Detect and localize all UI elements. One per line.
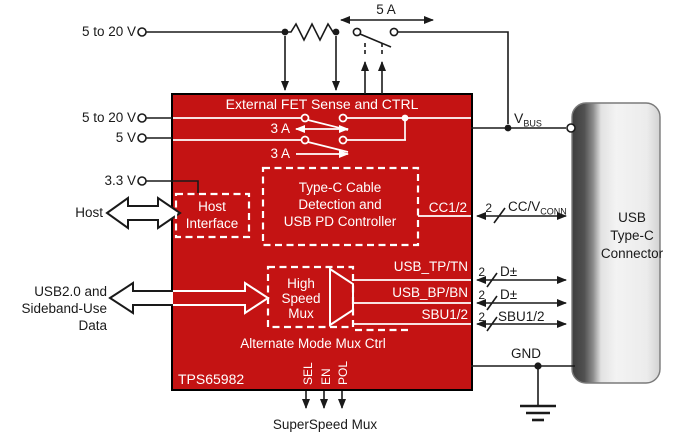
junction-dot bbox=[332, 28, 340, 36]
pd-controller-section: Type-C Cable Detection and USB PD Contro… bbox=[261, 166, 471, 247]
pin-sel-label: SEL bbox=[301, 362, 315, 385]
vin-top-terminal bbox=[137, 27, 147, 37]
switch-3a-bottom-label: 3 A bbox=[270, 146, 290, 161]
pd-line3: USB PD Controller bbox=[284, 214, 397, 229]
connector-label-line3: Connector bbox=[601, 246, 664, 261]
svg-text:2: 2 bbox=[478, 288, 485, 302]
connector-label-line1: USB bbox=[618, 210, 646, 225]
part-number-label: TPS65982 bbox=[178, 371, 244, 387]
top-power-rail: 5 to 20 V 5 A bbox=[82, 2, 509, 124]
usb2-bidir-arrow-inner bbox=[173, 281, 270, 315]
svg-text:D±: D± bbox=[500, 264, 517, 279]
junction-dot-white bbox=[401, 114, 409, 122]
bus-row-dp2: 2 D± bbox=[476, 287, 567, 311]
superspeed-mux-label: SuperSpeed Mux bbox=[273, 417, 378, 432]
cc-vconn-label: CC/VCONN bbox=[508, 199, 567, 217]
switch-3a-top-label: 3 A bbox=[270, 121, 290, 136]
ground-symbol bbox=[520, 404, 556, 422]
pd-line2: Detection and bbox=[298, 197, 381, 212]
usb2-sideband-section: USB2.0 and Sideband-Use Data bbox=[21, 281, 270, 333]
mux-line2: Speed bbox=[281, 291, 320, 306]
svg-text:SBU1/2: SBU1/2 bbox=[498, 309, 545, 324]
cc12-label: CC1/2 bbox=[429, 200, 467, 215]
switch-5a bbox=[352, 27, 399, 48]
mux-triangle bbox=[329, 267, 354, 327]
host-bidir-arrow bbox=[105, 196, 182, 230]
host-interface-line1: Host bbox=[198, 199, 226, 214]
vbus-label: VBUS bbox=[514, 110, 542, 129]
vin-top-label: 5 to 20 V bbox=[82, 24, 136, 39]
v33-terminal bbox=[137, 176, 147, 186]
sense-resistor bbox=[285, 22, 336, 42]
host-label: Host bbox=[75, 205, 103, 220]
pin-en-label: EN bbox=[319, 368, 333, 385]
v33-label: 3.3 V bbox=[104, 173, 136, 188]
cc-bus-width: 2 bbox=[485, 201, 492, 215]
bus-row-sbu: 2 SBU1/2 bbox=[476, 309, 567, 332]
bottom-pins: SEL EN POL SuperSpeed Mux bbox=[273, 361, 378, 432]
host-interface-box bbox=[174, 192, 251, 239]
connector-label-line2: Type-C bbox=[610, 228, 654, 243]
gnd-label: GND bbox=[511, 346, 541, 361]
usb2-label-line2: Sideband-Use bbox=[21, 301, 107, 316]
bus-label-sbu: SBU1/2 bbox=[421, 307, 468, 322]
tps65982-block: External FET Sense and CTRL TPS65982 bbox=[171, 93, 473, 391]
right-signals: VBUS 2 CC/VCONN 2 D± 2 D± 2 SBU1/2 GND bbox=[471, 110, 576, 422]
usb-type-c-connector: USB Type-C Connector bbox=[571, 102, 664, 384]
vin-terminal bbox=[137, 113, 147, 123]
cc-bus-slash bbox=[493, 207, 506, 224]
alt-mode-label: Alternate Mode Mux Ctrl bbox=[240, 336, 386, 351]
host-interface-line2: Interface bbox=[186, 216, 239, 231]
vbus-bypass-wire bbox=[398, 31, 509, 124]
pd-controller-box bbox=[261, 166, 420, 247]
svg-text:2: 2 bbox=[478, 310, 485, 324]
mux-line1: High bbox=[287, 276, 315, 291]
v33-wire bbox=[146, 180, 199, 193]
mux-line3: Mux bbox=[288, 306, 314, 321]
switch-5a-label: 5 A bbox=[376, 2, 396, 17]
bus-label-bp-bn: USB_BP/BN bbox=[392, 285, 468, 300]
tps65982-block-body bbox=[171, 93, 473, 391]
gnd-section: GND bbox=[471, 346, 575, 422]
left-inputs: 5 to 20 V 5 V 3.3 V bbox=[82, 110, 199, 193]
usb2-label-line1: USB2.0 and bbox=[34, 284, 107, 299]
pin-pol-label: POL bbox=[336, 361, 350, 385]
pd-line1: Type-C Cable bbox=[299, 180, 382, 195]
usb2-bidir-arrow-outer bbox=[108, 281, 173, 315]
v5-label: 5 V bbox=[116, 130, 136, 145]
bus-row-dp1: 2 D± bbox=[476, 264, 567, 288]
bus-label-tp-tn: USB_TP/TN bbox=[394, 259, 468, 274]
host-section: Host Host Interface bbox=[75, 192, 251, 239]
svg-text:D±: D± bbox=[500, 287, 517, 302]
vbus-junction-dot bbox=[504, 124, 512, 132]
vin-label: 5 to 20 V bbox=[82, 110, 136, 125]
vbus-terminal bbox=[566, 123, 576, 133]
v5-terminal bbox=[137, 133, 147, 143]
high-speed-mux-section: High Speed Mux Alternate Mode Mux Ctrl U… bbox=[240, 259, 471, 351]
internal-power-path: 3 A 3 A bbox=[173, 113, 471, 161]
block-header-label: External FET Sense and CTRL bbox=[226, 96, 419, 112]
usb2-label-line3: Data bbox=[78, 318, 107, 333]
svg-text:2: 2 bbox=[478, 265, 485, 279]
